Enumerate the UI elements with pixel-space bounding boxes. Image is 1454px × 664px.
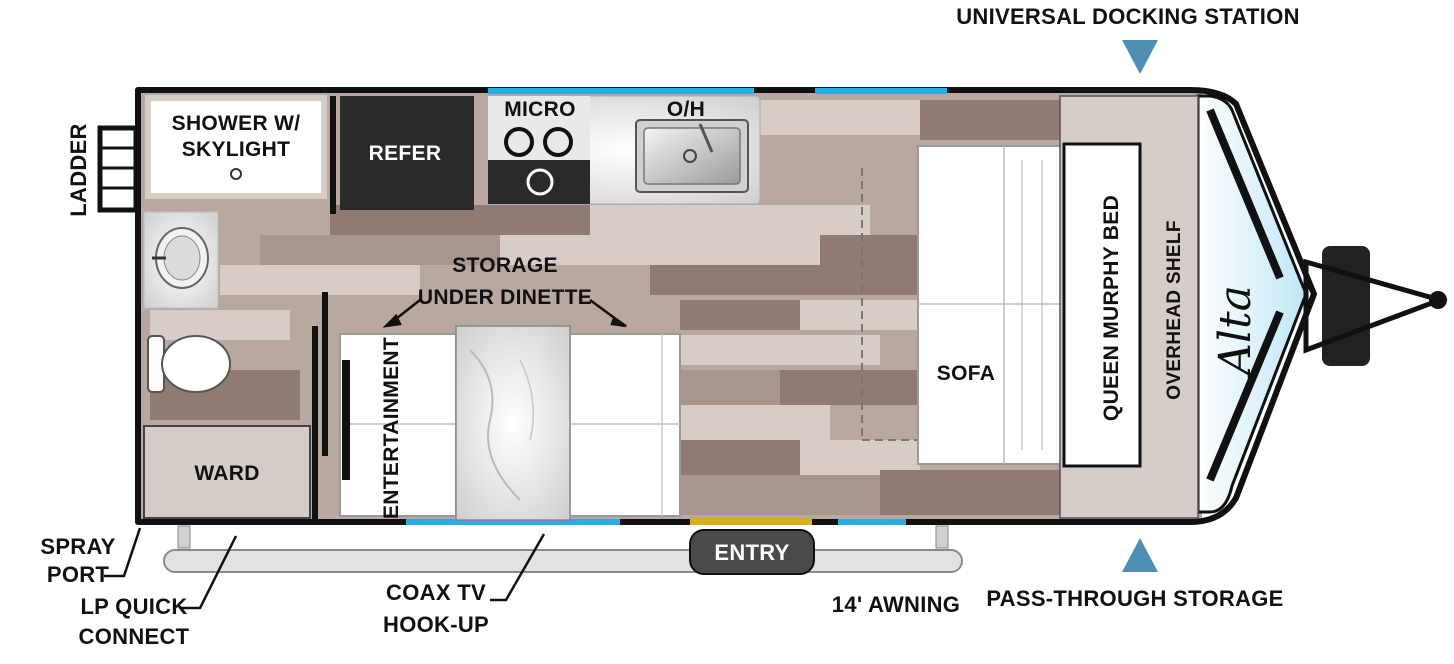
micro-label: MICRO [504, 98, 576, 121]
spray-port-leader [104, 527, 142, 578]
refrigerator: REFER [330, 96, 474, 214]
toilet-icon [147, 335, 231, 393]
murphy-bed-label: QUEEN MURPHY BED [1100, 195, 1123, 421]
shower: SHOWER W/ SKYLIGHT [145, 95, 327, 199]
bathroom-sink [143, 211, 219, 309]
awning-label: 14' AWNING [832, 592, 960, 617]
dinette: ENTERTAINMENT [339, 325, 681, 521]
storage-label-line2: UNDER DINETTE [418, 286, 592, 309]
entry-label: ENTRY [714, 540, 789, 565]
entertainment-label: ENTERTAINMENT [380, 337, 403, 519]
wardrobe: WARD [143, 425, 311, 519]
stove-burner-icon [526, 168, 554, 196]
ladder-label: LADDER [66, 123, 91, 216]
entry-badge: ENTRY [689, 529, 815, 575]
window-bottom-1 [406, 519, 620, 525]
storage-label-line1: STORAGE [452, 254, 558, 277]
spray-port-label-line1: SPRAY [40, 534, 115, 559]
murphy-bed: QUEEN MURPHY BED [1062, 142, 1142, 468]
lp-connect-label-line2: CONNECT [79, 624, 190, 649]
coax-label-line2: HOOK-UP [383, 612, 489, 637]
kitchen-counter: MICRO O/H [487, 95, 761, 205]
lp-connect-leader [180, 535, 238, 610]
sofa: SOFA [861, 145, 1065, 465]
wood-floor [150, 100, 1060, 515]
coax-leader [490, 533, 546, 602]
pass-through-label: PASS-THROUGH STORAGE [986, 586, 1283, 611]
docking-arrow-icon [1122, 40, 1158, 74]
shower-label-line1: SHOWER W/ [172, 112, 301, 135]
window-top-1 [488, 88, 754, 94]
ward-label: WARD [194, 462, 259, 485]
pass-through-arrow-icon [1122, 538, 1158, 572]
refer-label: REFER [369, 142, 442, 165]
lp-connect-label-line1: LP QUICK [80, 594, 187, 619]
hitch-icon [1303, 246, 1449, 366]
overhead-shelf-label: OVERHEAD SHELF [1164, 220, 1185, 399]
oh-label: O/H [667, 98, 705, 121]
awning [163, 525, 963, 573]
stove-burner-icon [504, 127, 573, 157]
coax-label-line1: COAX TV [386, 580, 486, 605]
storage-arrow-icon [382, 298, 627, 328]
entry-door-marker [690, 518, 812, 525]
window-top-2 [815, 88, 947, 94]
shower-label-line2: SKYLIGHT [182, 138, 291, 161]
bath-wall-door [322, 292, 328, 456]
kitchen-sink-icon [635, 119, 749, 193]
docking-station-label: UNIVERSAL DOCKING STATION [956, 4, 1300, 29]
spray-port-label-line2: PORT [47, 562, 110, 587]
ladder-icon [97, 125, 139, 213]
window-bottom-2 [838, 519, 906, 525]
alta-logo: Alta [1210, 285, 1261, 379]
sofa-label: SOFA [937, 362, 995, 385]
tv-icon [342, 360, 350, 480]
bath-wall [312, 326, 318, 520]
